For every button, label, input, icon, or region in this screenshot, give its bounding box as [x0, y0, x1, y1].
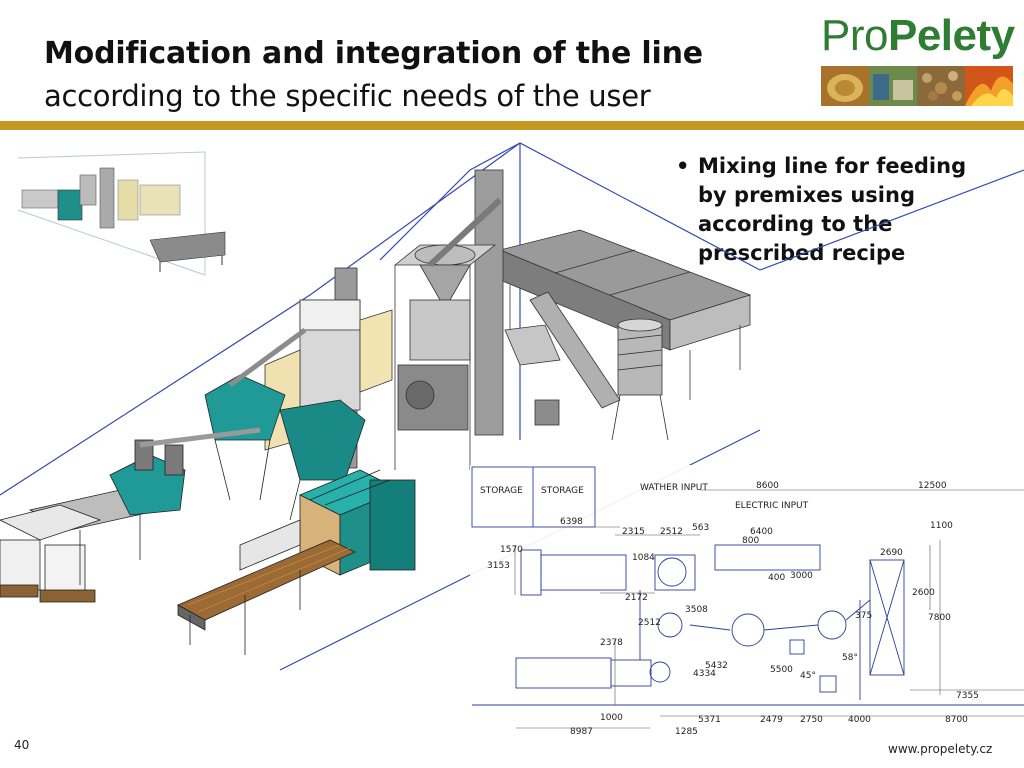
dim-label: 2600	[912, 588, 935, 598]
bullet-dot: •	[676, 154, 690, 178]
plan-label-electric-input: ELECTRIC INPUT	[735, 501, 809, 511]
dim-label: 2750	[800, 715, 823, 725]
logo-text-pelety: Pelety	[887, 11, 1015, 60]
page-title: Modification and integration of the line	[44, 36, 703, 71]
dim-label: 375	[855, 611, 872, 621]
footer-url[interactable]: www.propelety.cz	[888, 742, 993, 756]
dim-label: 58°	[842, 653, 858, 663]
bagging-line	[0, 427, 261, 603]
dim-label: 400	[768, 573, 785, 583]
dim-label: 8600	[756, 481, 779, 491]
logo-text-pro: Pro	[821, 11, 888, 60]
dim-label: 7800	[928, 613, 951, 623]
plan-label-wather-input: WATHER INPUT	[640, 483, 708, 493]
dim-label: 4000	[848, 715, 871, 725]
bullet-item: Mixing line for feeding by premixes usin…	[698, 154, 967, 265]
spiral-conveyor	[611, 318, 669, 441]
thumbnail-overview	[17, 151, 226, 276]
dim-label: 3508	[685, 605, 708, 615]
dim-label: 6398	[560, 517, 583, 527]
dim-label: 3000	[790, 571, 813, 581]
teal-hammer-mills	[204, 327, 366, 521]
dim-label: 2690	[880, 548, 903, 558]
page-subtitle: according to the specific needs of the u…	[44, 79, 651, 113]
dim-label: 2315	[622, 527, 645, 537]
dim-label: 6400	[750, 527, 773, 537]
dim-label: 1000	[600, 713, 623, 723]
dim-label: 45°	[800, 671, 816, 681]
dim-label: 2378	[600, 638, 623, 648]
company-logo: ProPelety	[819, 10, 1015, 110]
dim-label: 8987	[570, 727, 593, 737]
logo-wordmark: ProPelety	[821, 10, 1015, 62]
dim-label: 1100	[930, 521, 953, 531]
dim-label: 2512	[638, 618, 661, 628]
central-silo	[393, 169, 504, 470]
dim-label: 5371	[698, 715, 721, 725]
dim-label: 2172	[625, 593, 648, 603]
dim-label: 563	[692, 523, 709, 533]
plan-label-storage-1: STORAGE	[480, 486, 523, 496]
dim-label: 12500	[918, 481, 947, 491]
dim-label: 7355	[956, 691, 979, 701]
inclined-conveyor	[504, 291, 621, 426]
dim-label: 5500	[770, 665, 793, 675]
accent-rule	[0, 121, 1024, 130]
dim-label: 1285	[675, 727, 698, 737]
belt-conveyor	[177, 519, 356, 655]
mixing-line-illustration: STORAGE STORAGE WATHER INPUT ELECTRIC IN…	[0, 142, 1024, 740]
dim-label: 5432	[705, 661, 728, 671]
bullet-list: • Mixing line for feeding by premixes us…	[676, 152, 986, 268]
plan-label-storage-2: STORAGE	[541, 486, 584, 496]
logo-photo-strip	[821, 66, 1013, 106]
dim-label: 4334	[693, 669, 716, 679]
page-number: 40	[14, 738, 30, 752]
floor-plan-drawing: STORAGE STORAGE WATHER INPUT ELECTRIC IN…	[470, 465, 1024, 740]
dim-label: 1084	[632, 553, 655, 563]
dim-label: 3153	[487, 561, 510, 571]
dim-label: 800	[742, 536, 759, 546]
dim-label: 2479	[760, 715, 783, 725]
dim-label: 2512	[660, 527, 683, 537]
dim-label: 1570	[500, 545, 523, 555]
dim-label: 8700	[945, 715, 968, 725]
